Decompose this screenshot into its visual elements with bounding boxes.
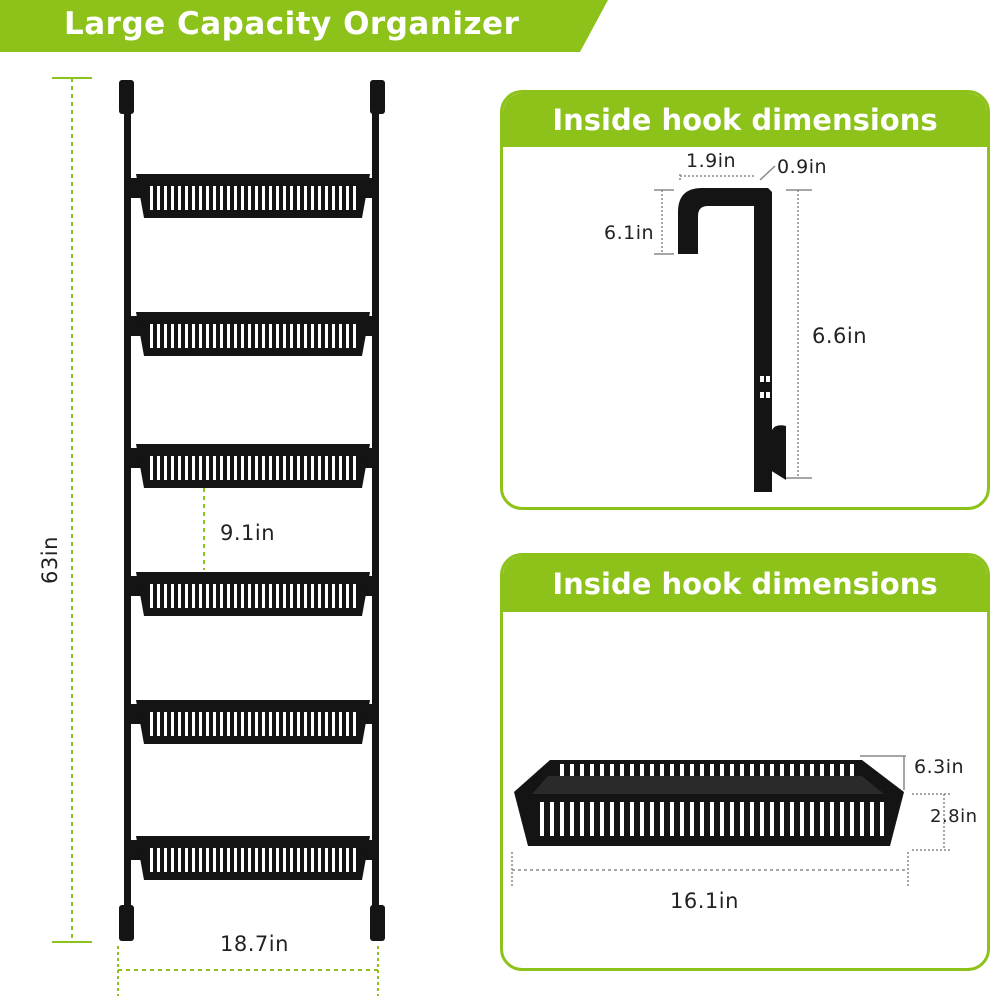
organizer-basket [128,836,376,880]
spacing-label: 9.1in [220,521,276,545]
hook-back-length-label: 6.6in [812,324,868,348]
basket-height-label: 2.8in [930,806,978,827]
hook-front-drop-label: 6.1in [604,222,655,244]
hook-dimensions-panel: Inside hook dimensions [500,90,990,510]
hook-thickness-label: 0.9in [777,156,828,178]
hook-top-width-label: 1.9in [686,150,737,172]
basket-depth-label: 6.3in [914,756,965,778]
basket-length-label: 16.1in [670,889,739,913]
banner-title: Large Capacity Organizer [64,6,520,42]
organizer-basket [128,572,376,616]
basket-panel-title: Inside hook dimensions [503,556,987,612]
width-label: 18.7in [220,932,289,956]
organizer-basket [128,174,376,218]
basket-group [128,174,376,880]
header-banner: Large Capacity Organizer [0,0,608,52]
hook-panel-title: Inside hook dimensions [503,93,987,147]
banner-shape [0,0,608,52]
organizer-basket [128,700,376,744]
organizer-illustration [52,77,385,996]
organizer-basket [128,444,376,488]
height-label: 63in [38,536,62,584]
organizer-basket [128,312,376,356]
